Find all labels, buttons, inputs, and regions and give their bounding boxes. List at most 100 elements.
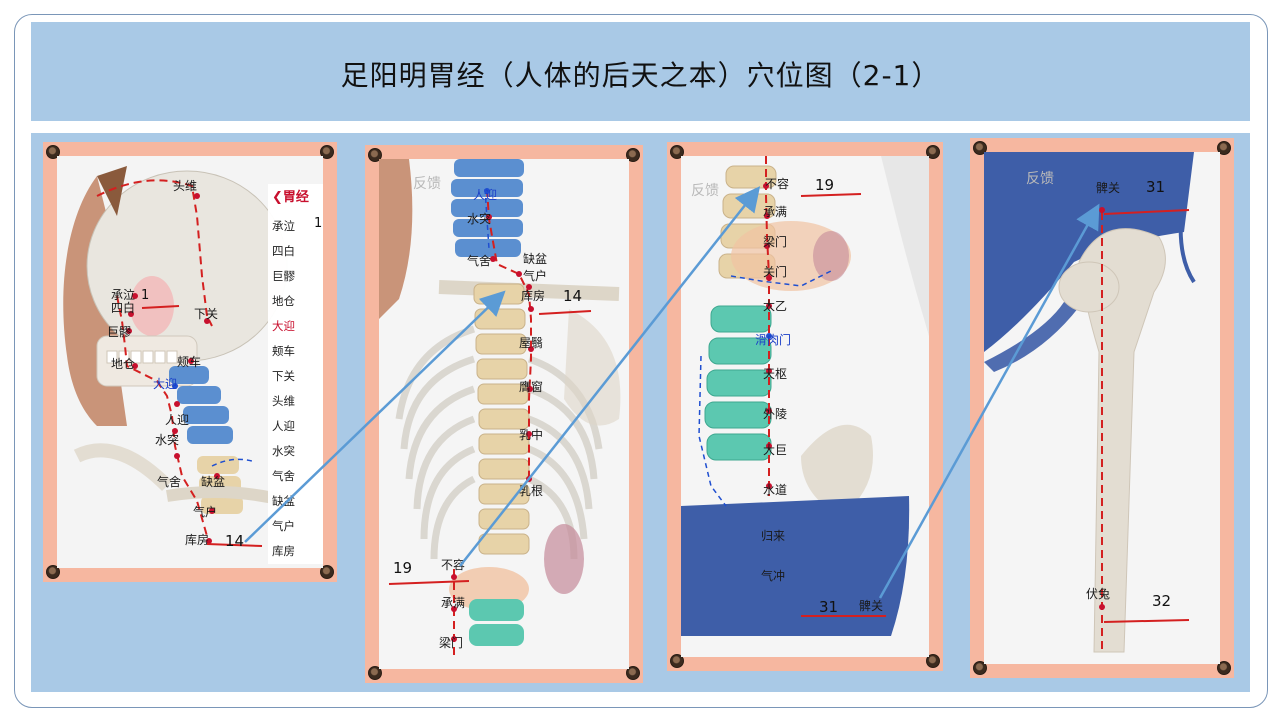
menu-item[interactable]: 气户: [272, 519, 295, 533]
panel-image: 反馈 髀关 31 伏兔 32: [984, 152, 1220, 664]
label-kufang: 库房: [185, 533, 210, 547]
label-guilai: 归来: [761, 529, 786, 543]
label-renying: 人迎: [473, 188, 498, 202]
panel-head-neck: 头维 承泣 1 四白 巨髎 下关 地仓 颊车 大迎 人迎 水突 气舍 缺盆 气户…: [43, 142, 337, 582]
page-title: 足阳明胃经（人体的后天之本）穴位图（2-1）: [340, 59, 941, 92]
label-dicang: 地仓: [111, 357, 136, 371]
panel-image: 头维 承泣 1 四白 巨髎 下关 地仓 颊车 大迎 人迎 水突 气舍 缺盆 气户…: [57, 156, 323, 568]
pin-icon: [46, 565, 60, 579]
label-sibai: 四白: [111, 301, 136, 315]
label-qihu: 气户: [523, 269, 548, 283]
head-neck-illustration: [63, 166, 289, 547]
chest-illustration: [379, 159, 621, 659]
number-biguan: 31: [819, 598, 839, 616]
label-shuitu: 水突: [155, 433, 180, 447]
label-xiaguan: 下关: [194, 307, 219, 321]
pin-icon: [973, 661, 987, 675]
label-quepen: 缺盆: [523, 252, 548, 266]
label-chengqi: 承泣: [111, 288, 136, 302]
panel-image: 反馈 人迎 水突 气舍 缺盆 气户 库房 14 屋翳 膺窗 乳中 乳根 19 不…: [379, 159, 629, 669]
label-wailing: 外陵: [763, 407, 788, 421]
label-huaroumen: 滑肉门: [755, 333, 792, 347]
label-taiyi: 太乙: [763, 299, 788, 313]
menu-item[interactable]: 缺盆: [272, 494, 295, 508]
menu-item[interactable]: 地仓: [272, 294, 295, 308]
label-ruzhong: 乳中: [519, 428, 544, 442]
menu-item[interactable]: 人迎: [272, 419, 295, 433]
menu-item-active[interactable]: 大迎: [272, 319, 295, 333]
menu-item[interactable]: 头维: [272, 394, 295, 408]
number-burong: 19: [815, 176, 835, 194]
pin-icon: [368, 148, 382, 162]
label-daying: 大迎: [153, 377, 178, 391]
menu-title[interactable]: ❮胃经: [272, 190, 309, 205]
label-burong: 不容: [765, 177, 790, 191]
watermark-feedback: 反馈: [413, 176, 441, 192]
panel-abdomen: 反馈 不容 19 承满 梁门 关门 太乙 滑肉门 天枢 外陵 大巨 水道 归来 …: [667, 142, 943, 671]
label-chengman: 承满: [763, 205, 788, 219]
chevron-left-icon: ❮: [272, 190, 283, 205]
label-kufang: 库房: [521, 289, 546, 303]
number-burong: 19: [393, 559, 413, 577]
label-qishe: 气舍: [467, 254, 492, 268]
label-tianshu: 天枢: [763, 367, 788, 381]
number-biguan: 31: [1146, 178, 1166, 196]
meridian-menu: ❮胃经 1 承泣 四白 巨髎 地仓 大迎 颊车 下关 头维 人迎 水突 气舍 缺…: [268, 184, 323, 564]
label-yingchuang: 膺窗: [519, 380, 544, 394]
panel-image: 反馈 不容 19 承满 梁门 关门 太乙 滑肉门 天枢 外陵 大巨 水道 归来 …: [681, 156, 929, 657]
number-futu: 32: [1152, 592, 1172, 610]
menu-item[interactable]: 四白: [272, 244, 295, 258]
label-futu: 伏兔: [1086, 587, 1111, 601]
label-wuyi: 屋翳: [519, 336, 544, 350]
watermark-feedback: 反馈: [1026, 171, 1054, 187]
menu-item[interactable]: 巨髎: [272, 269, 295, 283]
pin-icon: [1217, 661, 1231, 675]
label-biguan: 髀关: [859, 599, 884, 613]
watermark-feedback: 反馈: [691, 183, 719, 199]
menu-item[interactable]: 水突: [272, 444, 295, 458]
number-start: 1: [141, 288, 150, 303]
number-kufang: 14: [563, 287, 583, 305]
title-bar: 足阳明胃经（人体的后天之本）穴位图（2-1）: [31, 22, 1250, 121]
pin-icon: [926, 145, 940, 159]
pin-icon: [626, 666, 640, 680]
label-jiache: 颊车: [177, 355, 202, 369]
pin-icon: [973, 141, 987, 155]
label-liangmen: 梁门: [439, 636, 464, 650]
pin-icon: [320, 145, 334, 159]
panel-chest: 反馈 人迎 水突 气舍 缺盆 气户 库房 14 屋翳 膺窗 乳中 乳根 19 不…: [365, 145, 643, 683]
label-juliao: 巨髎: [107, 325, 132, 339]
label-quepen: 缺盆: [201, 475, 226, 489]
menu-item[interactable]: 气舍: [272, 469, 295, 483]
menu-item[interactable]: 下关: [272, 369, 295, 383]
panel-thigh: 反馈 髀关 31 伏兔 32: [970, 138, 1234, 678]
menu-number: 1: [314, 216, 323, 231]
label-shuidao: 水道: [763, 483, 788, 497]
abdomen-illustration: [681, 156, 929, 636]
label-biguan: 髀关: [1096, 181, 1121, 195]
label-guanmen: 关门: [763, 265, 788, 279]
label-qichong: 气冲: [761, 569, 786, 583]
pin-icon: [670, 654, 684, 668]
pin-icon: [626, 148, 640, 162]
menu-item[interactable]: 库房: [272, 544, 295, 558]
label-touwei: 头维: [173, 179, 198, 193]
label-qishe: 气舍: [157, 475, 182, 489]
menu-item[interactable]: 承泣: [272, 219, 295, 233]
number-end: 14: [225, 532, 245, 550]
pin-icon: [926, 654, 940, 668]
label-shuitu: 水突: [467, 212, 492, 226]
pin-icon: [670, 145, 684, 159]
label-daju: 大巨: [763, 443, 788, 457]
label-chengman: 承满: [441, 596, 466, 610]
label-rugen: 乳根: [519, 484, 544, 498]
label-liangmen: 梁门: [763, 235, 788, 249]
pin-icon: [368, 666, 382, 680]
label-qihu: 气户: [193, 505, 218, 519]
pin-icon: [1217, 141, 1231, 155]
menu-item[interactable]: 颊车: [272, 344, 295, 358]
label-burong: 不容: [441, 558, 466, 572]
pin-icon: [46, 145, 60, 159]
pin-icon: [320, 565, 334, 579]
label-renying: 人迎: [165, 413, 190, 427]
